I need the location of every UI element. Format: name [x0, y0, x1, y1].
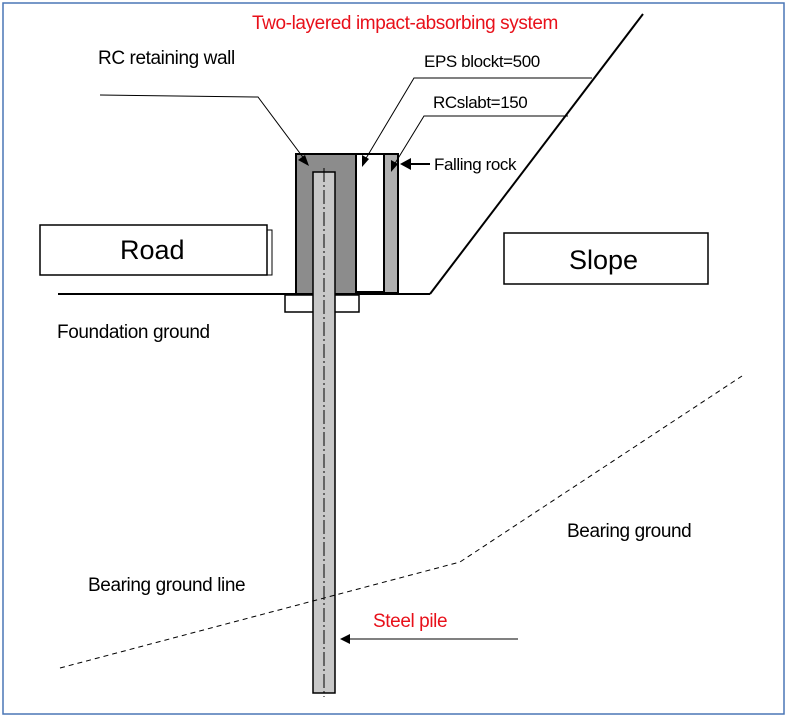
slope-line: [429, 13, 644, 295]
bearing-ground-dashed-line: [59, 375, 743, 669]
eps-block-arrowhead: [362, 155, 369, 167]
bearing-ground-label: Bearing ground: [567, 521, 691, 542]
steel-pile-label: Steel pile: [373, 611, 447, 632]
slope-label: Slope: [569, 245, 638, 275]
road-label: Road: [120, 235, 185, 265]
falling-rock-label: Falling rock: [434, 155, 517, 174]
slope-box: [503, 232, 709, 285]
foundation-ground-label: Foundation ground: [57, 322, 210, 343]
road-box: [39, 224, 268, 276]
steel-pile-arrowhead: [340, 634, 350, 644]
rc-wall-leader: [99, 94, 306, 161]
rc-slab: [383, 153, 399, 294]
eps-block-label: EPS blockt=500: [424, 52, 540, 71]
rc-slab-label: RCslabt=150: [433, 93, 527, 112]
diagram-title: Two-layered impact-absorbing system: [252, 13, 558, 34]
eps-block-leader: [364, 77, 592, 161]
bearing-ground-line-label: Bearing ground line: [88, 575, 245, 596]
rc-slab-leader: [393, 115, 568, 166]
rc-wall-label: RC retaining wall: [98, 48, 235, 69]
eps-block: [355, 153, 385, 293]
falling-rock-arrowhead: [400, 158, 411, 170]
rc-slab-arrowhead: [391, 160, 398, 172]
rc-wall-arrowhead: [298, 155, 309, 166]
